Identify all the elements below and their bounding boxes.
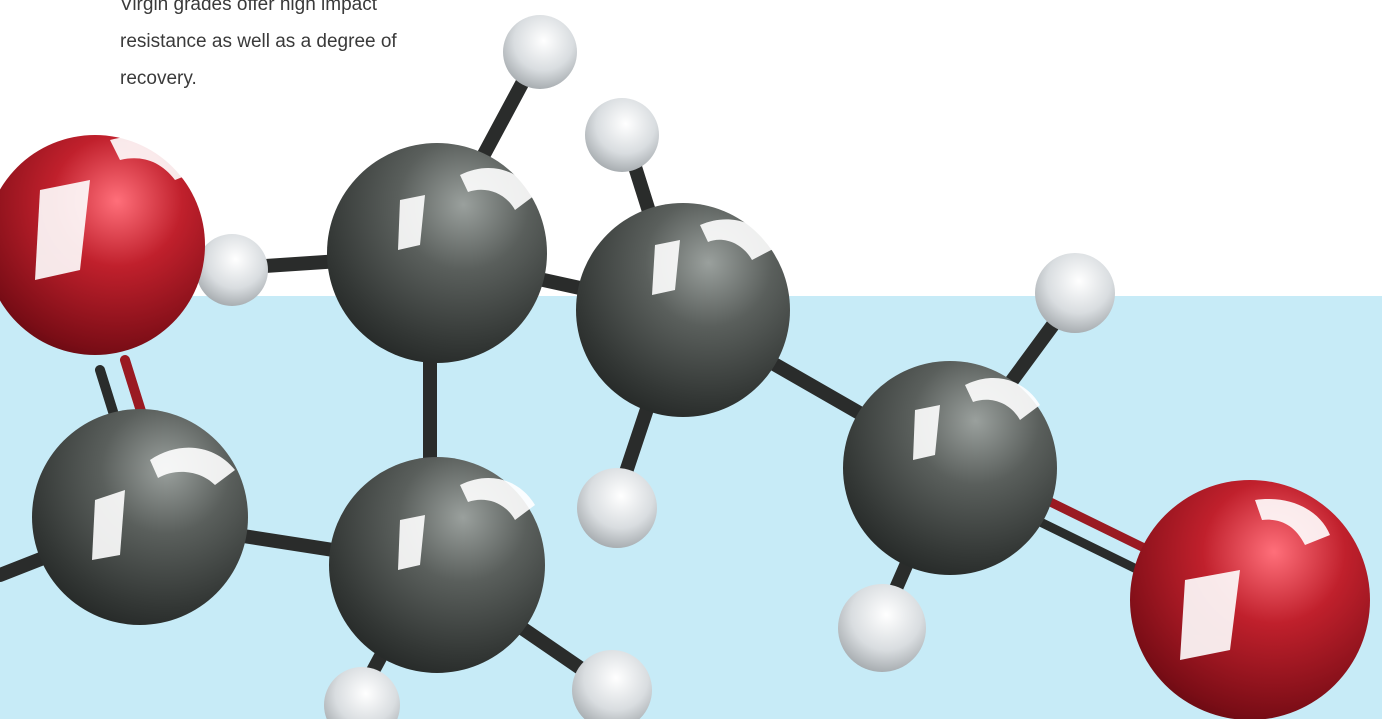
intro-line-1: Virgin grades offer high impact bbox=[120, 0, 378, 15]
hydrogen-atom bbox=[503, 15, 577, 89]
intro-paragraph: Virgin grades offer high impact resistan… bbox=[120, 0, 480, 97]
hydrogen-atom bbox=[585, 98, 659, 172]
intro-line-3: recovery. bbox=[120, 68, 197, 89]
specular-highlights bbox=[35, 136, 1330, 660]
hydrogen-atom bbox=[572, 650, 652, 719]
hydrogen-atom bbox=[1035, 253, 1115, 333]
hydrogen-atom bbox=[324, 667, 400, 719]
oxygen-atom bbox=[1130, 480, 1370, 719]
hydrogen-atom bbox=[838, 584, 926, 672]
carbon-atom bbox=[576, 203, 790, 417]
carbon-atoms bbox=[32, 143, 1057, 673]
carbon-atom bbox=[329, 457, 545, 673]
carbon-atom bbox=[843, 361, 1057, 575]
carbon-atom bbox=[32, 409, 248, 625]
hydrogen-atom bbox=[577, 468, 657, 548]
intro-line-2: resistance as well as a degree of bbox=[120, 31, 397, 52]
hydrogen-atoms bbox=[196, 15, 1115, 719]
carbon-atom bbox=[327, 143, 547, 363]
hydrogen-atom bbox=[196, 234, 268, 306]
